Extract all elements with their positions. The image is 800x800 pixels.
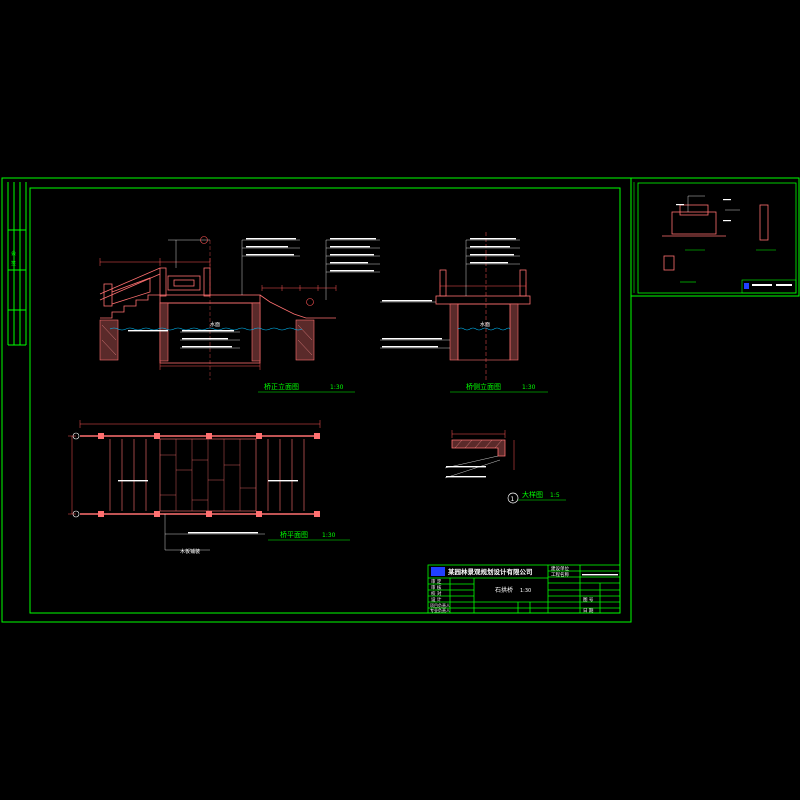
title-row-label: 校 对 — [431, 590, 442, 597]
plan-drawing: 木板铺装 桥平面图 1:30 — [68, 420, 350, 555]
detail-drawing: 1 大样图 1:5 — [444, 430, 566, 504]
title-row-label: 专业负责人 — [430, 607, 450, 613]
sidebar-label: 签 — [11, 260, 16, 267]
title-right-label: 建设单位 — [551, 565, 569, 572]
front-elevation-water-label: 水面 — [210, 321, 220, 328]
plan-scale: 1:30 — [322, 532, 336, 539]
title-block: 某园林景观规划设计有限公司 石拱桥 1:30 审 定 审 核 校 对 设 计 项… — [427, 564, 621, 614]
detail-scale: 1:5 — [550, 492, 560, 499]
detail-marker: 1 — [511, 496, 515, 503]
title-row-label: 设 计 — [431, 596, 442, 603]
title-row-label: 审 定 — [431, 578, 442, 585]
title-right-label: 日 期 — [583, 608, 594, 614]
plan-title: 桥平面图 — [280, 530, 308, 539]
title-row-label: 审 核 — [431, 584, 442, 591]
front-elevation-scale: 1:30 — [330, 384, 344, 391]
front-elevation-title: 桥正立面图 — [264, 382, 299, 391]
front-elevation-drawing: 水面 桥正立面图 1:30 — [99, 236, 380, 393]
secondary-sheet — [630, 177, 800, 297]
side-elevation-scale: 1:30 — [522, 384, 536, 391]
side-elevation-water-label: 水面 — [480, 321, 490, 328]
side-elevation-title: 桥侧立面图 — [466, 382, 501, 391]
sidebar-label: 会 — [11, 250, 16, 257]
detail-title: 大样图 — [522, 490, 543, 499]
drawing-scale: 1:30 — [520, 588, 531, 594]
plan-plank-label: 木板铺装 — [180, 548, 200, 555]
side-elevation-drawing: 水面 桥侧立面图 1:30 — [380, 232, 548, 393]
title-right-label: 工程名称 — [551, 571, 569, 578]
drawing-name: 石拱桥 — [495, 586, 513, 594]
title-right-label: 图 号 — [583, 597, 594, 603]
company-name: 某园林景观规划设计有限公司 — [448, 567, 533, 576]
title-row-label: 项目负责人 — [430, 602, 450, 608]
main-sheet-frame — [1, 177, 632, 623]
